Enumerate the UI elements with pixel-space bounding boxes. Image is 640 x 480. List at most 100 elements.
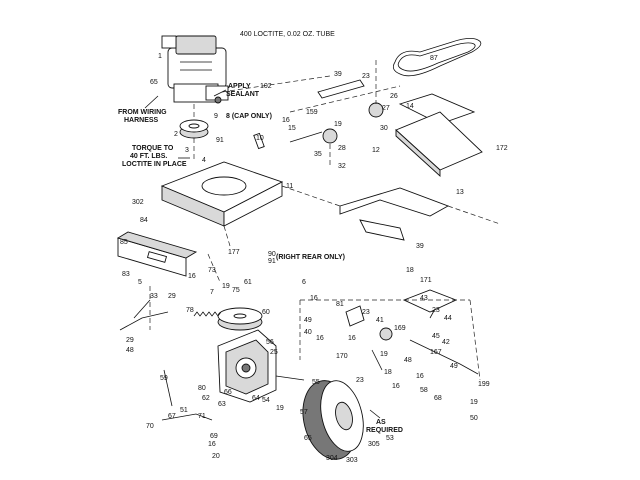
part-label: 302 [132, 199, 144, 206]
part-label: 50 [470, 415, 478, 422]
part-label: 26 [390, 93, 398, 100]
part-label: 54 [262, 397, 270, 404]
part-label: 16 [282, 117, 290, 124]
part-label: 16 [310, 295, 318, 302]
part-label: 49 [304, 317, 312, 324]
part-label: 23 [356, 377, 364, 384]
part-label: 55 [312, 379, 320, 386]
part-label: 170 [336, 353, 348, 360]
part-label: 1 [158, 53, 162, 60]
part-label: 18 [406, 267, 414, 274]
part-label: 16 [316, 335, 324, 342]
part-label: 40 [304, 329, 312, 336]
part-label: 65 [304, 435, 312, 442]
part-label: 30 [380, 125, 388, 132]
part-label: 159 [306, 109, 318, 116]
engine [161, 35, 229, 104]
from-wiring-note-1: FROM WIRING [118, 109, 167, 116]
part-label: 58 [420, 387, 428, 394]
part-label: 2 [174, 131, 178, 138]
notes: FROM WIRING HARNESS APPLY SEALANT TORQUE… [118, 83, 403, 434]
part-label: 13 [456, 189, 464, 196]
part-label: 59 [160, 375, 168, 382]
part-label: 19 [222, 283, 230, 290]
part-label: 172 [496, 145, 508, 152]
part-label: 23 [362, 309, 370, 316]
loctite-header: 400 LOCTITE, 0.02 OZ. TUBE [240, 31, 335, 38]
part-label: 65 [150, 79, 158, 86]
note-leaders [144, 89, 381, 419]
part-label: 5 [138, 279, 142, 286]
part-label: 19 [276, 405, 284, 412]
part-label: 27 [382, 105, 390, 112]
part-label: 3 [185, 147, 189, 154]
from-wiring-note-2: HARNESS [124, 117, 159, 124]
part-label: 167 [430, 349, 442, 356]
torque-note-1: TORQUE TO [132, 145, 174, 152]
part-label: 16 [188, 273, 196, 280]
part-label: 4 [202, 157, 206, 164]
part-label: 51 [180, 407, 188, 414]
idler-arm [289, 60, 384, 168]
mounting-plate [160, 161, 284, 247]
part-label: 10 [256, 135, 264, 142]
part-label: 19 [470, 399, 478, 406]
part-label: 61 [244, 279, 252, 286]
part-label: 68 [434, 395, 442, 402]
part-label: 60 [262, 309, 270, 316]
part-label: 48 [126, 347, 134, 354]
part-label: 35 [314, 151, 322, 158]
part-label: 48 [404, 357, 412, 364]
pin-part [253, 132, 265, 150]
part-label: 42 [442, 339, 450, 346]
part-label: 64 [252, 395, 260, 402]
part-label: 171 [420, 277, 432, 284]
part-label: 39 [334, 71, 342, 78]
part-label: 303 [346, 457, 358, 464]
part-label: 53 [386, 435, 394, 442]
part-label: 102 [260, 83, 272, 90]
transaxle-pulley [217, 307, 263, 331]
part-label: 78 [186, 307, 194, 314]
part-label: 75 [232, 287, 240, 294]
part-label: 39 [416, 243, 424, 250]
part-label: 71 [198, 413, 206, 420]
part-label: 63 [218, 401, 226, 408]
transaxle [217, 329, 305, 403]
part-label: 19 [380, 351, 388, 358]
part-label: 19 [334, 121, 342, 128]
part-label: 45 [432, 333, 440, 340]
part-label: 14 [406, 103, 414, 110]
part-label: 70 [146, 423, 154, 430]
part-label: 16 [416, 373, 424, 380]
part-label: 15 [288, 125, 296, 132]
part-label: 85 [120, 239, 128, 246]
part-label: 91 [268, 258, 276, 265]
shift-linkage [119, 253, 221, 421]
rear-bracket [395, 93, 483, 178]
part-label: 199 [478, 381, 490, 388]
part-label: 16 [348, 335, 356, 342]
side-bracket [116, 231, 198, 277]
part-label: 16 [208, 441, 216, 448]
brake-linkage [299, 289, 481, 381]
part-label: 44 [444, 315, 452, 322]
part-label: 87 [430, 55, 438, 62]
part-label: 11 [286, 183, 293, 190]
part-label: 67 [168, 413, 176, 420]
part-label: 84 [140, 217, 148, 224]
part-label: 49 [450, 363, 458, 370]
apply-sealant-note-2: SEALANT [226, 91, 260, 98]
part-label: 69 [210, 433, 218, 440]
drive-belt [392, 38, 482, 77]
part-label: 81 [336, 301, 344, 308]
part-label: 57 [300, 409, 308, 416]
part-label: 12 [372, 147, 380, 154]
spring [193, 311, 222, 317]
part-label: 41 [376, 317, 384, 324]
part-label: 28 [338, 145, 346, 152]
part-label: 73 [208, 267, 216, 274]
part-label: 66 [224, 389, 232, 396]
part-label: 7 [210, 289, 214, 296]
